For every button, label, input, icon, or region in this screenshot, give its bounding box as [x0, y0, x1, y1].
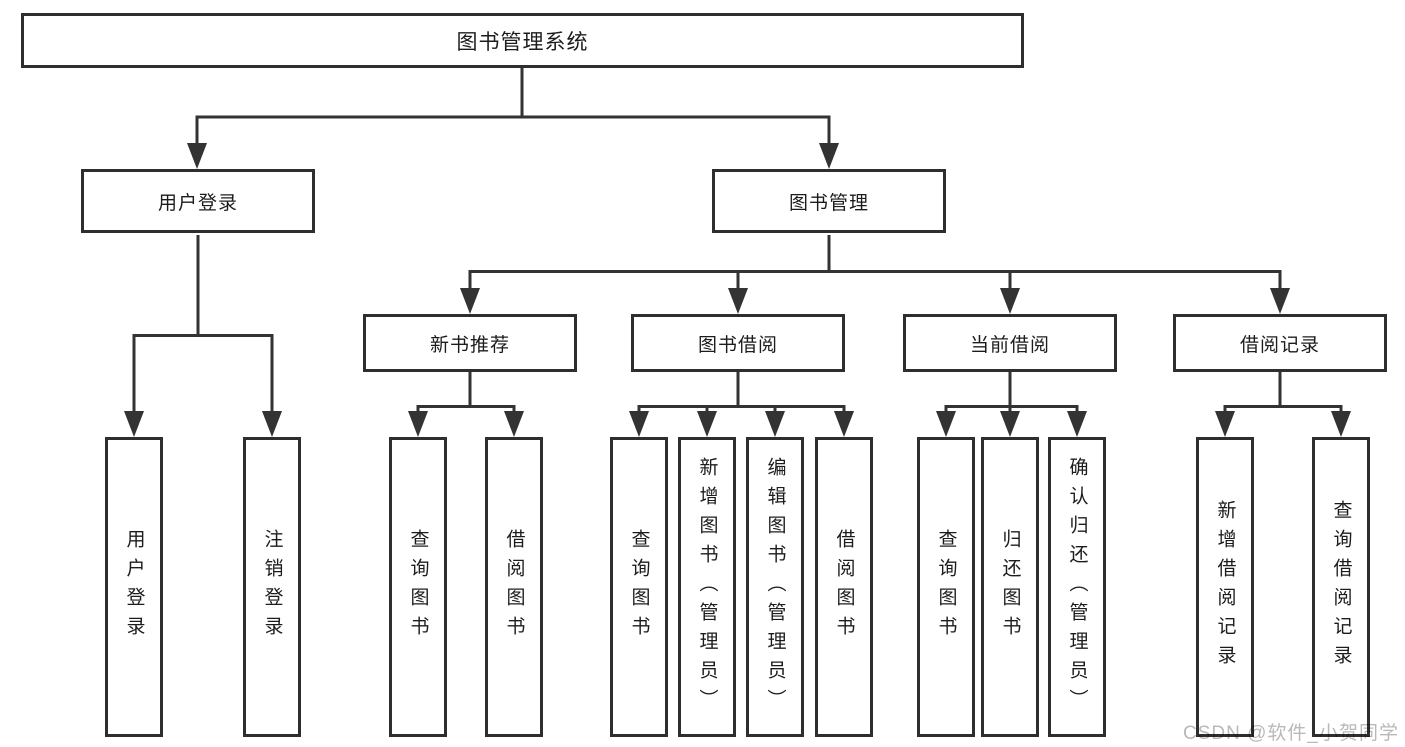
node-book-management: 图书管理: [712, 169, 946, 233]
leaf-query-books-current: 查询图书: [917, 437, 975, 737]
node-current-borrowing: 当前借阅: [903, 314, 1117, 372]
leaf-query-books-borrowing: 查询图书: [610, 437, 668, 737]
leaf-borrow-books-recommend: 借阅图书: [485, 437, 543, 737]
leaf-logout: 注销登录: [243, 437, 301, 737]
node-new-book-recommendation: 新书推荐: [363, 314, 577, 372]
leaf-add-books-admin: 新增图书（管理员）: [678, 437, 736, 737]
csdn-watermark: CSDN @软件_小贺同学: [1183, 723, 1399, 744]
leaf-user-login: 用户登录: [105, 437, 163, 737]
node-user-login: 用户登录: [81, 169, 315, 233]
leaf-confirm-return-admin: 确认归还（管理员）: [1048, 437, 1106, 737]
node-borrowing-records: 借阅记录: [1173, 314, 1387, 372]
leaf-add-borrow-record: 新增借阅记录: [1196, 437, 1254, 737]
arrowheads: [124, 143, 1351, 437]
leaf-return-books: 归还图书: [981, 437, 1039, 737]
node-book-borrowing: 图书借阅: [631, 314, 845, 372]
node-root-library-management-system: 图书管理系统: [21, 13, 1024, 68]
leaf-edit-books-admin: 编辑图书（管理员）: [746, 437, 804, 737]
leaf-query-books-recommend: 查询图书: [389, 437, 447, 737]
leaf-borrow-books-borrowing: 借阅图书: [815, 437, 873, 737]
leaf-query-borrow-record: 查询借阅记录: [1312, 437, 1370, 737]
